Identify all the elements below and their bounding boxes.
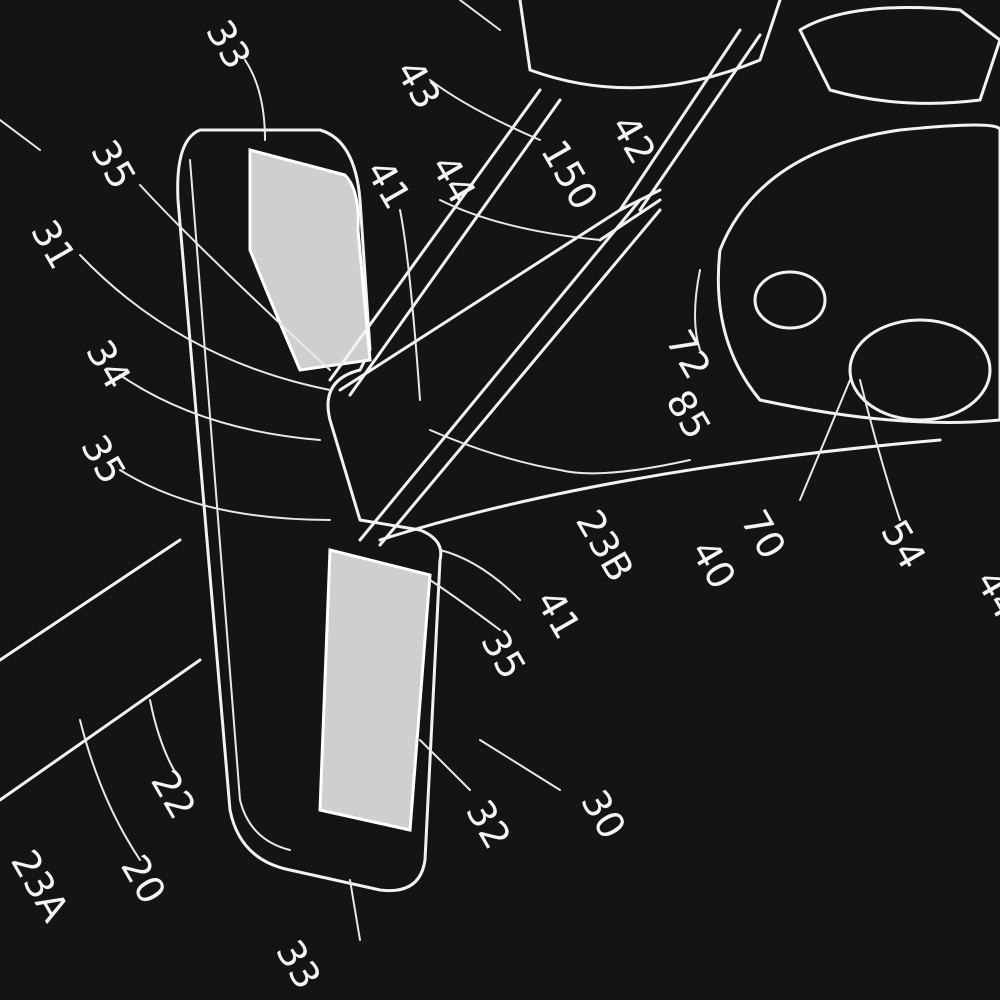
reference-label-54: 54 bbox=[872, 513, 934, 577]
reference-label-150: 150 bbox=[532, 133, 606, 218]
wire-link bbox=[598, 28, 762, 242]
reference-label-44: 44 bbox=[967, 563, 1000, 627]
reference-label-40: 40 bbox=[682, 533, 744, 597]
reference-label-43: 43 bbox=[387, 53, 449, 117]
reference-label-33: 33 bbox=[267, 933, 329, 997]
right-gear bbox=[716, 123, 1000, 424]
reference-label-41: 41 bbox=[357, 153, 419, 217]
reference-label-72: 72 bbox=[657, 323, 719, 387]
reference-label-70: 70 bbox=[732, 503, 794, 567]
reference-label-22: 22 bbox=[142, 763, 204, 827]
top-right-part bbox=[798, 6, 1000, 105]
gear-hole bbox=[753, 270, 827, 330]
reference-label-30: 30 bbox=[572, 783, 634, 847]
reference-label-35: 35 bbox=[472, 623, 534, 687]
reference-label-35: 35 bbox=[72, 428, 134, 492]
gear-hub bbox=[848, 318, 992, 422]
paddle-inner-edge bbox=[189, 159, 291, 851]
arm-lower bbox=[358, 198, 942, 547]
upper-gear bbox=[518, 0, 782, 90]
reference-label-41: 41 bbox=[527, 583, 589, 647]
reference-label-85: 85 bbox=[657, 383, 719, 447]
reference-label-31: 31 bbox=[22, 213, 84, 277]
reference-label-35: 35 bbox=[82, 133, 144, 197]
reference-label-23a: 23A bbox=[2, 843, 77, 929]
reference-label-20: 20 bbox=[112, 848, 174, 912]
lower-pad bbox=[318, 548, 432, 832]
upper-pad bbox=[248, 148, 372, 372]
reference-label-44: 44 bbox=[422, 148, 484, 212]
paddle-outline bbox=[176, 128, 443, 893]
reference-label-34: 34 bbox=[77, 333, 139, 397]
reference-label-42: 42 bbox=[602, 108, 664, 172]
reference-label-32: 32 bbox=[457, 793, 519, 857]
reference-label-23b: 23B bbox=[567, 503, 642, 589]
leader-lines bbox=[0, 0, 901, 941]
rod bbox=[0, 538, 202, 802]
